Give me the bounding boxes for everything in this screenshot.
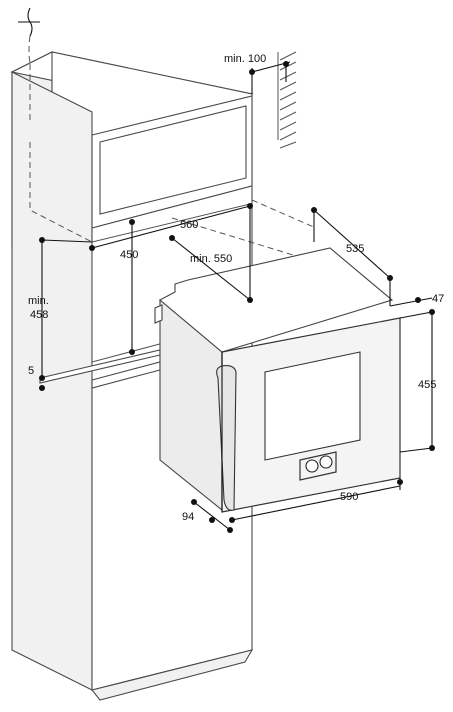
dimension-label: 5	[28, 365, 34, 377]
dimension-label: 450	[120, 249, 138, 261]
dimension-lines	[39, 61, 435, 533]
dimension-label: min. 100	[224, 53, 266, 65]
dimension-label: min. 550	[190, 253, 232, 265]
oven-appliance	[154, 247, 401, 513]
dimension-label: 590	[340, 491, 358, 503]
dimension-label: 455	[418, 379, 436, 391]
dimension-label: min.	[28, 295, 49, 307]
dimension-label: 458	[30, 309, 48, 321]
control-knob	[305, 459, 319, 473]
wall-hatch-icon	[277, 51, 297, 149]
dimension-label: 94	[182, 511, 194, 523]
height-mark-icon	[18, 7, 40, 65]
control-knob	[319, 455, 333, 469]
dimension-label: 535	[346, 243, 364, 255]
oven-window	[264, 351, 361, 461]
dimension-label: 47	[432, 293, 444, 305]
dimension-label: 560	[180, 219, 198, 231]
